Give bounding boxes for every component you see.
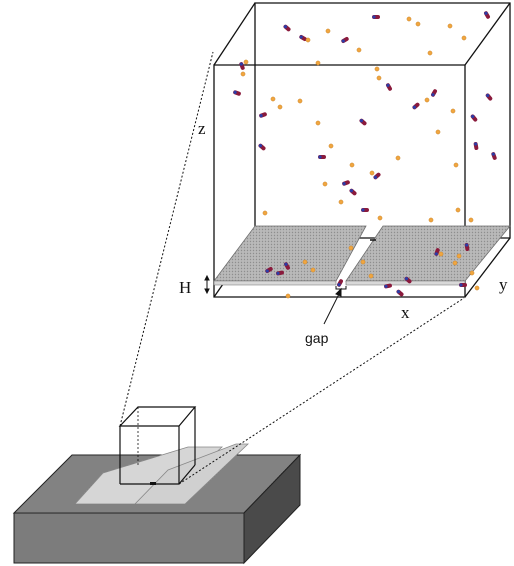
molecule: [396, 289, 404, 297]
molecule: [464, 243, 470, 251]
molecule: [485, 93, 493, 101]
ion: [348, 245, 354, 251]
arrow-icon: [323, 287, 342, 325]
molecule: [359, 118, 367, 126]
molecule: [372, 15, 380, 19]
molecule: [337, 279, 343, 287]
double-arrow-icon: [204, 274, 210, 295]
ion: [243, 59, 249, 65]
ion: [270, 96, 276, 102]
ion: [360, 259, 366, 265]
membrane-plate-right: [345, 225, 511, 282]
molecule: [283, 24, 291, 32]
zoom-lines: [119, 51, 465, 485]
ion: [297, 98, 303, 104]
ion: [368, 273, 374, 279]
ion: [310, 267, 316, 273]
ion: [315, 120, 321, 126]
molecule: [342, 180, 350, 186]
molecule: [284, 262, 290, 270]
ion: [468, 217, 474, 223]
height-label: H: [179, 278, 191, 297]
molecule: [473, 142, 479, 150]
gap-label: gap: [305, 330, 329, 346]
molecule: [239, 62, 245, 70]
molecule: [470, 114, 478, 122]
ion: [424, 97, 430, 103]
molecule: [491, 152, 497, 160]
ion: [438, 251, 444, 257]
ion: [240, 71, 246, 77]
molecule: [434, 248, 440, 256]
molecule: [318, 155, 326, 159]
ion: [356, 47, 362, 53]
axis-label-z: z: [198, 119, 206, 138]
ion: [322, 181, 328, 187]
ion: [374, 66, 380, 72]
membrane-plate-right-edge: [345, 280, 466, 286]
ion: [376, 75, 382, 81]
ion: [315, 60, 321, 66]
ion: [395, 155, 401, 161]
substrate-side-face: [243, 453, 301, 565]
axis-label-y: y: [499, 275, 508, 294]
ion: [277, 104, 283, 110]
molecule: [412, 102, 420, 110]
molecule: [259, 112, 267, 118]
molecule: [299, 35, 307, 41]
ion: [302, 259, 308, 265]
ion: [474, 285, 480, 291]
molecule: [459, 283, 467, 287]
ion: [377, 215, 383, 221]
ion: [349, 162, 355, 168]
ion: [453, 162, 459, 168]
molecule: [384, 283, 392, 289]
ion: [415, 21, 421, 27]
molecules-layer: [233, 11, 497, 297]
molecule: [341, 37, 349, 43]
ion: [406, 16, 412, 22]
ion: [456, 253, 462, 259]
ion: [469, 270, 475, 276]
membrane-plate-left: [213, 225, 367, 282]
ion: [262, 210, 268, 216]
ion: [461, 35, 467, 41]
ions-layer: [240, 16, 480, 299]
molecule: [431, 89, 437, 97]
substrate-plates: [74, 443, 249, 505]
ion: [369, 170, 375, 176]
ion: [455, 207, 461, 213]
membrane: [213, 225, 511, 290]
substrate-front-face: [13, 512, 245, 564]
ion: [450, 108, 456, 114]
membrane-plate-left-edge: [213, 280, 337, 286]
ion: [452, 260, 458, 266]
molecule: [233, 90, 241, 96]
molecule: [484, 11, 490, 19]
molecule: [265, 267, 273, 273]
axis-label-x: x: [401, 303, 410, 322]
molecule: [404, 276, 412, 284]
ion: [435, 129, 441, 135]
molecule: [276, 270, 284, 276]
molecule: [386, 83, 392, 91]
simulation-box-back: [254, 2, 511, 239]
molecule: [373, 172, 381, 180]
ion: [427, 50, 433, 56]
molecule: [361, 208, 369, 212]
substrate-plate-right: [134, 443, 249, 505]
ion: [325, 28, 331, 34]
ion: [305, 37, 311, 43]
ion: [338, 199, 344, 205]
molecule: [258, 143, 266, 151]
ion: [447, 23, 453, 29]
ion: [428, 217, 434, 223]
molecule: [349, 188, 357, 196]
ion: [328, 143, 334, 149]
ion: [285, 293, 291, 299]
